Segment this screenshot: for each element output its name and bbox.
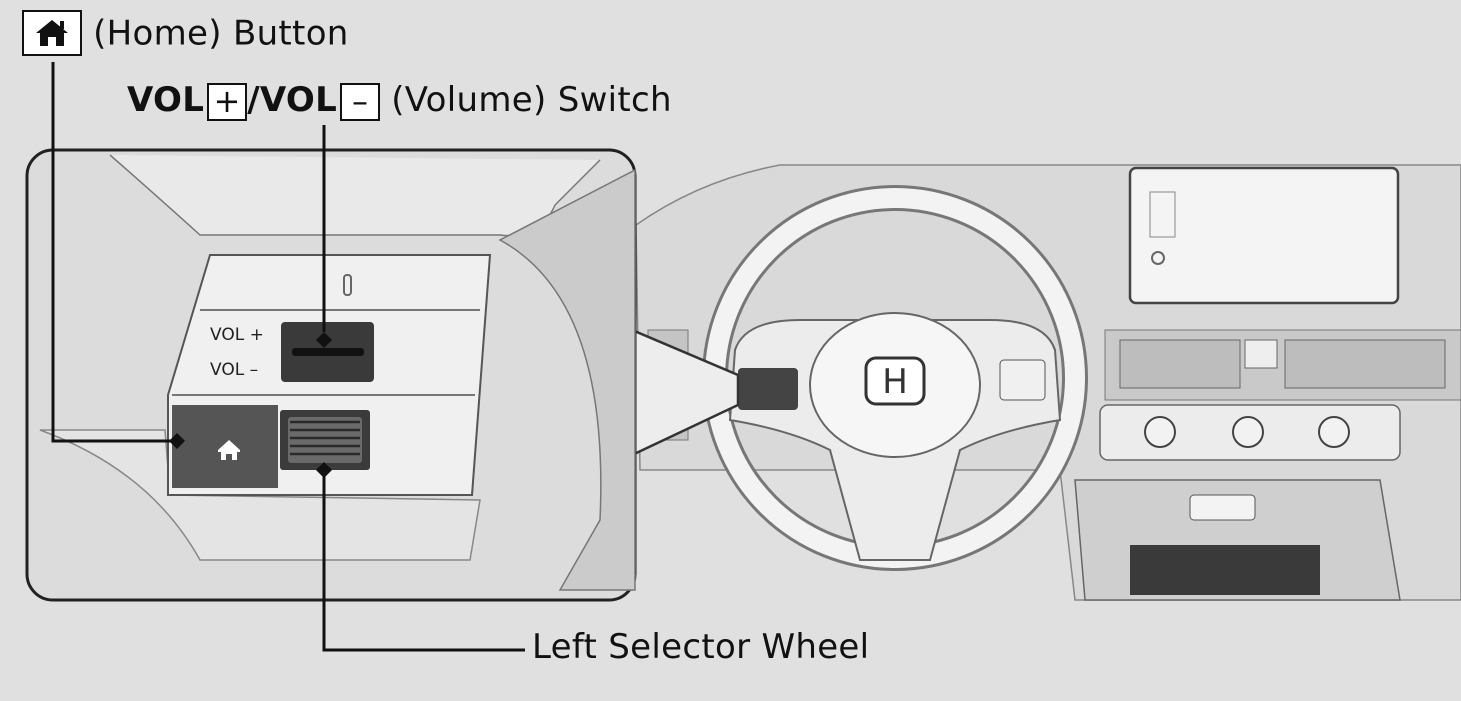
left-selector-wheel-label: Left Selector Wheel bbox=[532, 627, 870, 667]
panel-vol-plus-label: VOL + bbox=[210, 325, 264, 345]
slash-text: / bbox=[247, 80, 260, 120]
zoom-panel: VOL + VOL – bbox=[25, 148, 637, 602]
leader-markers bbox=[169, 332, 332, 478]
vol-minus-text: VOL bbox=[259, 80, 338, 120]
leader-lines bbox=[51, 62, 525, 652]
minus-icon: – bbox=[340, 82, 381, 121]
home-button-label: (Home) Button bbox=[22, 10, 349, 58]
steering-wheel-illustration: H bbox=[702, 185, 1088, 571]
home-button-text: (Home) Button bbox=[93, 13, 349, 54]
panel-vol-minus-label: VOL – bbox=[210, 360, 258, 380]
home-icon bbox=[22, 10, 82, 56]
vol-plus-text: VOL bbox=[127, 80, 205, 120]
volume-switch-label: VOL+/VOL– (Volume) Switch bbox=[127, 80, 672, 121]
svg-text:H: H bbox=[882, 362, 908, 402]
plus-icon: + bbox=[207, 82, 248, 121]
panel-home-icon bbox=[218, 440, 240, 460]
volume-switch-text: (Volume) Switch bbox=[391, 80, 672, 120]
